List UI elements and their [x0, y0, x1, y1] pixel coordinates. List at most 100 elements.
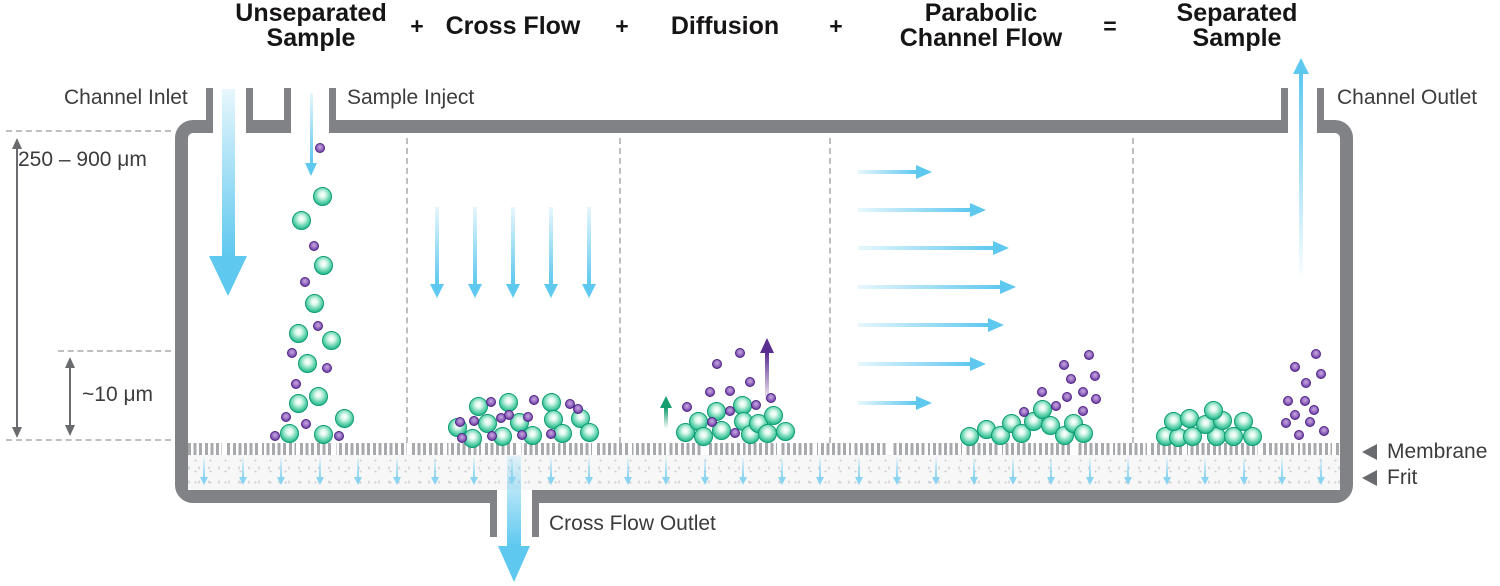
purple-particle-separated-sample	[1281, 418, 1291, 428]
frit-flow-arrow-head	[1201, 477, 1209, 485]
channel-inlet-flow-arrow	[221, 89, 235, 256]
purple-particle-diffusion	[712, 359, 722, 369]
frit-flow-arrow	[1165, 458, 1168, 477]
frit-annotation: Frit	[1362, 466, 1417, 490]
purple-particle-unseparated-sample	[300, 277, 310, 287]
channel-top-guide-line	[6, 130, 171, 132]
frit-flow-arrow-head	[623, 477, 632, 485]
purple-particle-separated-sample	[1311, 349, 1321, 359]
section-divider	[1132, 138, 1134, 443]
inlet-port-wall-left	[206, 88, 213, 133]
parabolic-flow-arrow	[858, 323, 988, 327]
frit-flow-arrow	[1088, 458, 1091, 477]
purple-particle-unseparated-sample	[287, 348, 297, 358]
inlet-port-wall-right	[246, 88, 253, 133]
section-divider	[406, 138, 408, 443]
frit-flow-arrow-head	[1278, 477, 1286, 485]
purple-particle-separated-sample	[1305, 417, 1315, 427]
frit-flow-arrow-head	[315, 477, 324, 485]
green-particle-unseparated-sample	[334, 408, 354, 428]
frit-flow-arrow	[1204, 458, 1206, 477]
green-particle-cross-flow	[468, 396, 488, 416]
purple-particle-unseparated-sample	[322, 363, 332, 373]
purple-particle-cross-flow	[455, 417, 465, 427]
cross-flow-arrow-head	[543, 284, 558, 298]
green-particle-parabolic-channel-flow	[1040, 415, 1060, 435]
green-particle-cross-flow	[541, 392, 561, 412]
purple-particle-parabolic-channel-flow	[1051, 401, 1061, 411]
layer-height-label: ~10 μm	[82, 383, 154, 406]
cross-flow-outlet-arrow-head	[498, 546, 530, 582]
purple-particle-cross-flow	[523, 412, 533, 422]
frit-flow-arrow-head	[392, 477, 401, 485]
green-particle-parabolic-channel-flow	[1011, 423, 1031, 443]
purple-particle-parabolic-channel-flow	[1037, 387, 1047, 397]
outlet-port-wall-right	[1317, 88, 1324, 133]
green-particle-separated-sample	[1242, 426, 1262, 446]
purple-particle-separated-sample	[1301, 378, 1311, 388]
frit-flow-arrow-head	[200, 477, 208, 485]
purple-particle-parabolic-channel-flow	[1059, 360, 1069, 370]
purple-particle-unseparated-sample	[270, 431, 280, 441]
purple-particle-cross-flow	[573, 404, 583, 414]
dimension-line	[69, 367, 71, 426]
purple-particle-diffusion	[730, 428, 740, 438]
frit-pointer-icon	[1362, 470, 1377, 486]
green-particle-unseparated-sample	[313, 424, 333, 444]
green-particle-diffusion	[775, 421, 795, 441]
frit-flow-arrow-head	[1239, 477, 1248, 485]
outlet-port-wall-left	[1281, 88, 1288, 133]
purple-particle-separated-sample	[1300, 396, 1310, 406]
frit-flow-arrow	[626, 458, 629, 477]
frit-flow-arrow-head	[354, 477, 362, 485]
diffusion-purple-arrow	[765, 353, 769, 404]
purple-particle-unseparated-sample	[315, 143, 325, 153]
green-particle-unseparated-sample	[308, 386, 328, 406]
frit-flow-arrow-head	[508, 477, 516, 485]
membrane-annotation: Membrane	[1362, 440, 1487, 464]
frit-flow-arrow	[280, 458, 282, 477]
green-particle-unseparated-sample	[312, 186, 332, 206]
green-particle-separated-sample	[1233, 411, 1253, 431]
accumulation-height-dimension-arrow	[64, 357, 76, 436]
frit-layer	[188, 455, 1340, 490]
purple-particle-unseparated-sample	[313, 321, 323, 331]
frit-flow-arrow-head	[431, 477, 439, 485]
parabolic-flow-arrow-head	[970, 356, 986, 371]
purple-particle-parabolic-channel-flow	[1078, 406, 1088, 416]
channel-outlet-opening	[1288, 120, 1318, 133]
frit-flow-arrow-head	[238, 477, 247, 485]
purple-particle-separated-sample	[1319, 426, 1329, 436]
green-particle-unseparated-sample	[288, 393, 308, 413]
frit-flow-arrow-head	[546, 477, 555, 485]
frit-flow-arrow	[434, 458, 436, 477]
green-particle-unseparated-sample	[304, 293, 324, 313]
cross-flow-arrow	[473, 207, 477, 284]
parabolic-flow-arrow-head	[916, 164, 932, 179]
frit-flow-arrow	[203, 458, 205, 477]
cross-flow-outlet-arrow	[507, 456, 521, 546]
cross-flow-arrow	[435, 207, 439, 284]
cross-flow-arrow	[549, 207, 553, 284]
frit-flow-arrow-head	[585, 477, 593, 485]
frit-flow-arrow	[665, 458, 667, 477]
purple-particle-cross-flow	[517, 430, 527, 440]
cross-flow-arrow-head	[467, 284, 482, 298]
formula-operator: +	[615, 13, 629, 39]
parabolic-flow-arrow	[858, 246, 993, 250]
channel-inlet-flow-arrow-head	[209, 256, 247, 296]
purple-particle-parabolic-channel-flow	[1019, 407, 1029, 417]
purple-particle-unseparated-sample	[291, 379, 301, 389]
purple-particle-parabolic-channel-flow	[1066, 374, 1076, 384]
cross-flow-arrow	[511, 207, 515, 284]
purple-particle-diffusion	[707, 417, 717, 427]
cross-flow-port-wall-right	[532, 500, 539, 537]
frit-flow-arrow	[973, 458, 975, 477]
purple-particle-cross-flow	[529, 395, 539, 405]
membrane-label: Membrane	[1387, 440, 1488, 463]
frit-flow-arrow-head	[1008, 477, 1017, 485]
frit-flow-arrow	[1050, 458, 1052, 477]
formula-term: Diffusion	[670, 12, 780, 40]
